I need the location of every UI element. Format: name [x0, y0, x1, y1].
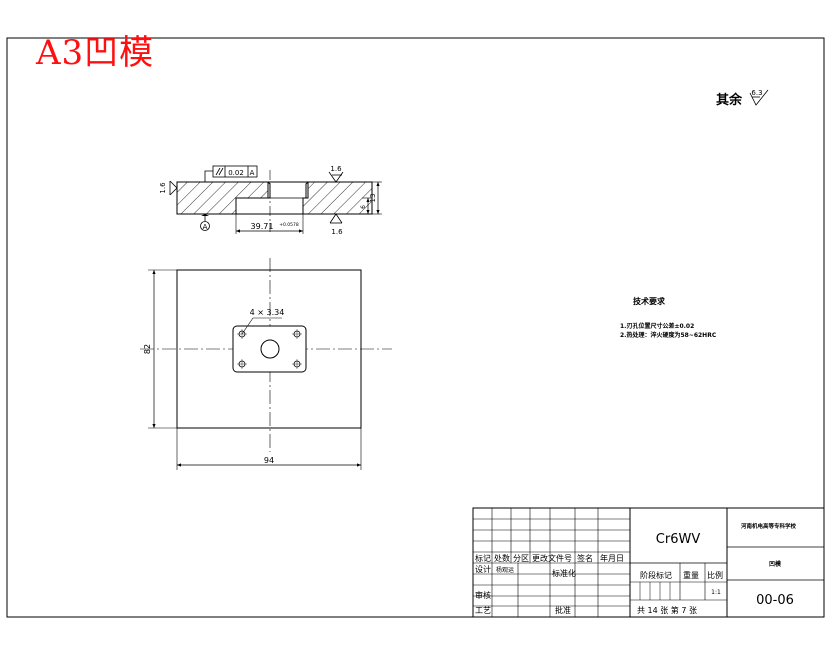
roughness-left-icon: 1.6 — [159, 180, 178, 196]
cavity-outline — [232, 325, 307, 373]
surface-finish-label: 其余 — [716, 92, 743, 108]
school-name: 河南机电高等专科学校 — [741, 522, 797, 530]
section-width-dimension: 39.71 +0.0578 — [235, 214, 304, 234]
parallelism-icon — [215, 167, 221, 176]
section-view: 0.02 A 1.6 1.6 1.6 A — [159, 165, 382, 236]
hole-callout: 4 × 3.34 — [241, 308, 285, 335]
process-label: 工艺 — [475, 606, 491, 615]
tech-req-heading: 技术要求 — [633, 296, 666, 306]
scale-value: 1:1 — [711, 589, 721, 596]
surface-finish-note: 其余 6.3 — [716, 89, 769, 108]
drawing-number: 00-06 — [756, 593, 794, 608]
title-stamp: A3凹模 — [36, 33, 155, 73]
section-width-tolerance: +0.0578 — [279, 222, 299, 228]
standardization-label: 标准化 — [552, 568, 576, 578]
flatness-value: 0.02 — [228, 169, 244, 177]
datum-marker-letter: A — [203, 223, 208, 231]
scale-label: 比例 — [707, 570, 723, 580]
plan-width-dimension: 94 — [176, 428, 362, 470]
datum-marker: A — [200, 214, 210, 231]
technical-requirements: 技术要求 1.刃孔位置尺寸公差±0.02 2.热处理：淬火硬度为58~62HRC — [620, 296, 717, 339]
designer-label: 设计 — [475, 564, 491, 574]
tech-req-item-2: 2.热处理：淬火硬度为58~62HRC — [620, 331, 717, 339]
drawing-frame — [6, 37, 825, 618]
flatness-tolerance-frame: 0.02 A — [204, 165, 258, 182]
surface-finish-value: 6.3 — [751, 89, 762, 97]
flatness-datum: A — [250, 169, 255, 177]
central-hole — [260, 339, 280, 359]
roughness-bottom-value: 1.6 — [331, 228, 343, 236]
header-signature: 签名 — [577, 553, 593, 563]
roughness-top-icon: 1.6 — [328, 165, 344, 183]
section-step-value: 6 — [360, 205, 367, 209]
hole-callout-text: 4 × 3.34 — [250, 308, 285, 317]
section-height-value: 13 — [369, 194, 377, 203]
plan-width-value: 94 — [264, 456, 274, 465]
header-change-doc: 更改文件号 — [532, 553, 572, 563]
plan-height-dimension: 82 — [143, 269, 177, 429]
sheet-info: 共 14 张 第 7 张 — [637, 605, 697, 615]
tech-req-item-1: 1.刃孔位置尺寸公差±0.02 — [620, 322, 694, 330]
weight-label: 重量 — [683, 570, 699, 580]
roughness-bottom-icon: 1.6 — [329, 213, 343, 236]
designer-name: 杨观运 — [496, 566, 514, 574]
section-height-dimension: 13 6 — [360, 181, 382, 215]
header-mark: 标记 — [475, 553, 491, 563]
approve-label: 批准 — [555, 605, 571, 615]
title-block — [472, 507, 825, 618]
header-zone: 分区 — [513, 554, 529, 563]
header-count: 处数 — [494, 553, 510, 563]
header-date: 年月日 — [600, 553, 624, 563]
pin-holes — [237, 329, 302, 369]
title-block-text: Cr6WV 河南机电高等专科学校 凹模 00-06 标记 处数 分区 更改文件号… — [475, 522, 797, 615]
plan-view: 4 × 3.34 82 94 — [140, 258, 392, 470]
section-width-value: 39.71 — [251, 222, 274, 231]
roughness-left-value: 1.6 — [159, 182, 167, 194]
material: Cr6WV — [656, 532, 701, 547]
roughness-top-value: 1.6 — [330, 165, 342, 173]
part-name: 凹模 — [769, 560, 782, 568]
review-label: 审核 — [475, 590, 491, 600]
plan-height-value: 82 — [143, 344, 152, 354]
stage-label: 阶段标记 — [640, 570, 672, 580]
